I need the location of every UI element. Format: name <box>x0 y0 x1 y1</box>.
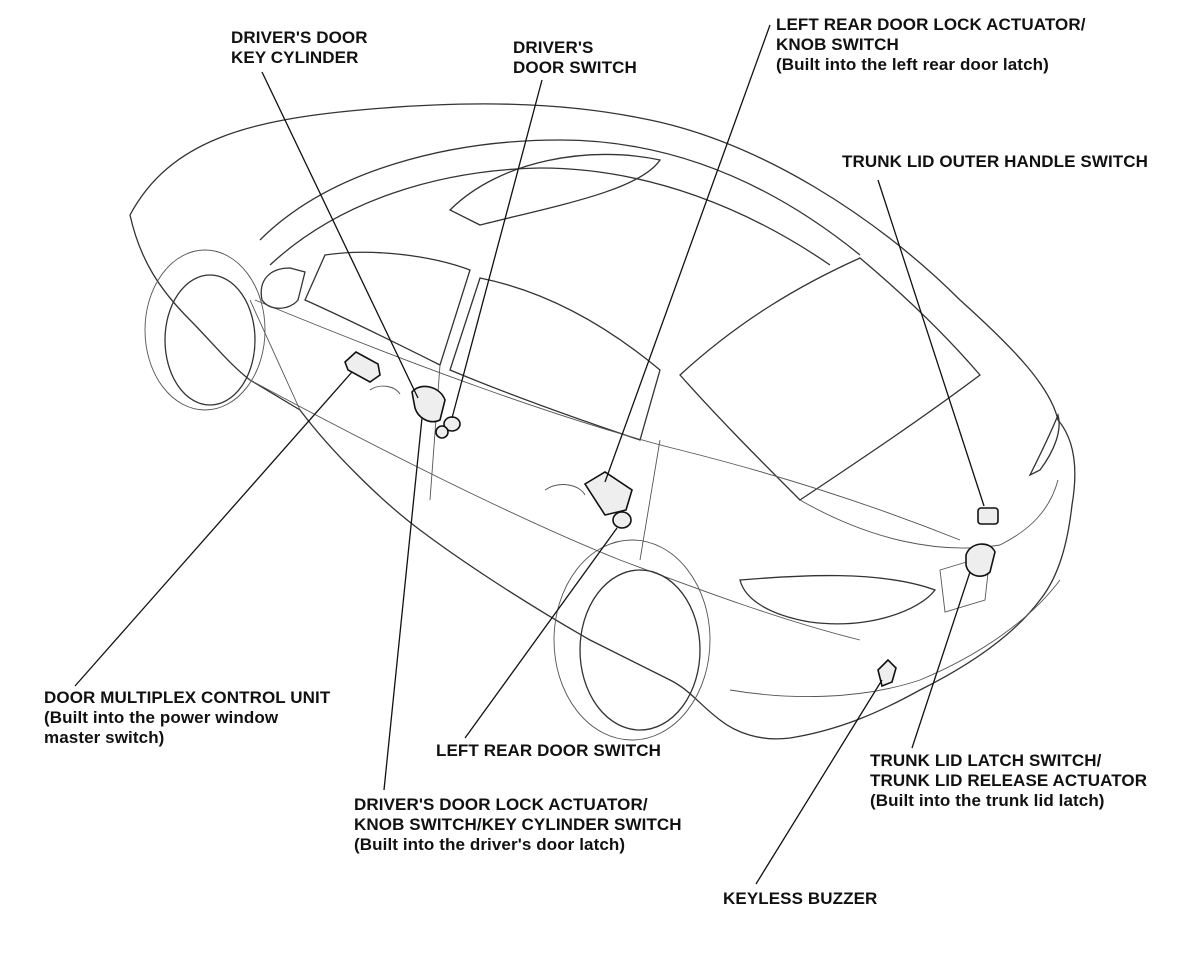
callout-line: TRUNK LID OUTER HANDLE SWITCH <box>842 152 1149 171</box>
car-front-door-edge <box>249 299 301 411</box>
callout-drivers-door-lock-actuator: DRIVER'S DOOR LOCK ACTUATOR/ KNOB SWITCH… <box>354 795 682 855</box>
car-rear-bumper <box>729 579 1061 698</box>
car-door-divider <box>429 364 441 501</box>
callout-line: DOOR MULTIPLEX CONTROL UNIT <box>44 688 331 707</box>
car-sunroof <box>448 153 662 226</box>
callout-line: KEY CYLINDER <box>231 48 359 67</box>
car-tail-light <box>739 574 937 625</box>
car-front-wheel-arch <box>144 249 266 411</box>
car-front-door-handle <box>369 385 401 395</box>
car-rear-window <box>679 257 981 501</box>
callout-line: (Built into the driver's door latch) <box>354 835 626 854</box>
leader-left-rear-door-lock-actuator <box>604 24 771 483</box>
left-rear-door-lock-actuator-part <box>583 471 633 516</box>
callout-keyless-buzzer: KEYLESS BUZZER <box>723 889 877 909</box>
car-roof-line <box>259 139 861 256</box>
leader-drivers-door-lock-actuator <box>383 417 423 791</box>
leader-trunk-lid-latch-switch <box>911 571 971 749</box>
component-markers <box>344 351 999 688</box>
car-trunk-lid <box>799 479 1059 549</box>
leader-drivers-door-key-cylinder <box>261 71 419 399</box>
callout-trunk-lid-outer-handle-switch: TRUNK LID OUTER HANDLE SWITCH <box>842 152 1148 172</box>
callout-line: DRIVER'S DOOR <box>231 28 368 47</box>
leader-keyless-buzzer <box>755 679 883 885</box>
callout-line: DOOR SWITCH <box>513 58 637 77</box>
car-front-side-window <box>304 251 471 366</box>
car-tail-light-right <box>1028 412 1060 477</box>
car-rear-door-handle <box>544 484 586 496</box>
car-roof-inner <box>269 167 831 266</box>
callout-line: (Built into the power window <box>44 708 279 727</box>
trunk-lid-outer-handle-switch-part <box>977 507 999 525</box>
drivers-door-key-cylinder-part <box>435 425 449 439</box>
callout-drivers-door-key-cylinder: DRIVER'S DOOR KEY CYLINDER <box>231 28 368 68</box>
leader-drivers-door-switch <box>451 79 543 419</box>
car-lower-crease <box>249 379 861 641</box>
callout-line: TRUNK LID LATCH SWITCH/ <box>870 751 1102 770</box>
callout-line: LEFT REAR DOOR SWITCH <box>436 741 661 760</box>
trunk-lid-latch-part <box>965 543 996 577</box>
callout-drivers-door-switch: DRIVER'S DOOR SWITCH <box>513 38 637 78</box>
callout-line: (Built into the trunk lid latch) <box>870 791 1105 810</box>
callout-line: master switch) <box>44 728 165 747</box>
callout-line: DRIVER'S <box>513 38 594 57</box>
car-rear-side-window <box>449 277 661 441</box>
callout-trunk-lid-latch-switch: TRUNK LID LATCH SWITCH/ TRUNK LID RELEAS… <box>870 751 1147 811</box>
drivers-door-lock-actuator-part <box>411 385 446 423</box>
callout-line: LEFT REAR DOOR LOCK ACTUATOR/ <box>776 15 1086 34</box>
leader-left-rear-door-switch <box>464 527 618 739</box>
car-rear-wheel-arch <box>553 539 711 741</box>
door-multiplex-control-unit-part <box>344 351 381 383</box>
left-rear-door-switch-part <box>612 511 632 529</box>
callout-line: KNOB SWITCH/KEY CYLINDER SWITCH <box>354 815 682 834</box>
car-beltline <box>254 299 961 541</box>
callout-left-rear-door-lock-actuator: LEFT REAR DOOR LOCK ACTUATOR/ KNOB SWITC… <box>776 15 1086 75</box>
callout-left-rear-door-switch: LEFT REAR DOOR SWITCH <box>436 741 661 761</box>
car-illustration <box>129 103 1076 741</box>
callout-line: TRUNK LID RELEASE ACTUATOR <box>870 771 1148 790</box>
car-body-outline <box>129 103 1076 740</box>
leader-door-multiplex-control-unit <box>74 371 353 687</box>
car-side-mirror <box>260 267 306 309</box>
car-rear-door-edge <box>639 439 661 561</box>
callout-line: KNOB SWITCH <box>776 35 899 54</box>
leader-lines <box>74 24 985 885</box>
callout-door-multiplex-control-unit: DOOR MULTIPLEX CONTROL UNIT (Built into … <box>44 688 330 748</box>
leader-trunk-lid-outer-handle-switch <box>877 179 985 507</box>
car-rear-wheel <box>579 569 701 731</box>
keyless-buzzer-part <box>877 658 897 688</box>
car-front-wheel <box>164 274 256 406</box>
callout-line: KEYLESS BUZZER <box>723 889 878 908</box>
callout-line: (Built into the left rear door latch) <box>776 55 1049 74</box>
callout-line: DRIVER'S DOOR LOCK ACTUATOR/ <box>354 795 648 814</box>
